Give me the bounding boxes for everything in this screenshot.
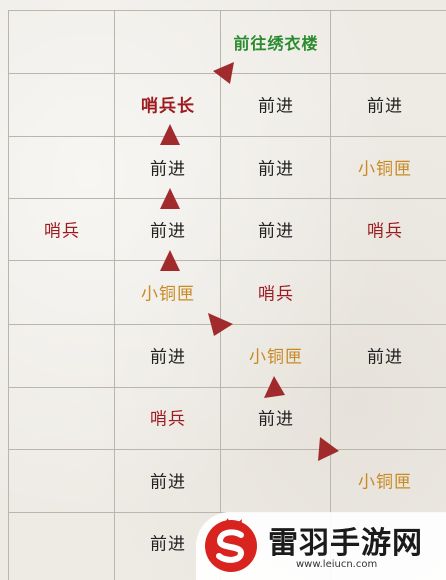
grid-line	[8, 260, 446, 261]
copper-chest-cell[interactable]: 小铜匣	[358, 159, 412, 180]
copper-chest-cell[interactable]: 小铜匣	[141, 284, 195, 305]
arrow-icon	[208, 313, 233, 336]
grid-line	[8, 10, 9, 580]
advance-cell[interactable]: 前进	[258, 96, 294, 117]
advance-cell[interactable]: 前进	[150, 534, 186, 555]
grid-line	[8, 387, 446, 388]
goal-cell[interactable]: 前往绣衣楼	[233, 34, 319, 53]
advance-cell[interactable]: 前进	[150, 159, 186, 180]
advance-cell[interactable]: 前进	[258, 159, 294, 180]
arrow-icon	[160, 250, 180, 271]
arrow-icon	[318, 437, 339, 461]
grid-line	[8, 198, 446, 199]
arrow-icon	[160, 188, 180, 209]
watermark-brand: 雷羽手游网	[268, 526, 423, 561]
sentry-cell[interactable]: 哨兵	[258, 284, 294, 305]
arrow-icon	[160, 124, 180, 145]
advance-cell[interactable]: 前进	[150, 472, 186, 493]
copper-chest-cell[interactable]: 小铜匣	[358, 472, 412, 493]
grid-line	[8, 10, 446, 11]
sentry-captain-cell[interactable]: 哨兵长	[141, 96, 195, 117]
advance-cell[interactable]: 前进	[367, 96, 403, 117]
grid-line	[8, 449, 446, 450]
advance-cell[interactable]: 前进	[150, 347, 186, 368]
sentry-cell[interactable]: 哨兵	[150, 409, 186, 430]
sentry-cell[interactable]: 哨兵	[367, 221, 403, 242]
advance-cell[interactable]: 前进	[367, 347, 403, 368]
copper-chest-cell[interactable]: 小铜匣	[249, 347, 303, 368]
advance-cell[interactable]: 前进	[258, 409, 294, 430]
arrow-icon	[264, 376, 285, 398]
arrow-icon	[213, 62, 234, 84]
grid-line	[114, 10, 115, 580]
grid-line	[330, 10, 331, 580]
advance-cell[interactable]: 前进	[150, 221, 186, 242]
grid-line	[8, 136, 446, 137]
site-watermark: 雷羽手游网 www.leiucn.com	[196, 512, 446, 580]
rabbit-s-logo-icon	[205, 518, 257, 572]
watermark-url: www.leiucn.com	[296, 559, 378, 570]
grid-line	[220, 10, 221, 580]
advance-cell[interactable]: 前进	[258, 221, 294, 242]
sentry-cell[interactable]: 哨兵	[44, 221, 80, 242]
